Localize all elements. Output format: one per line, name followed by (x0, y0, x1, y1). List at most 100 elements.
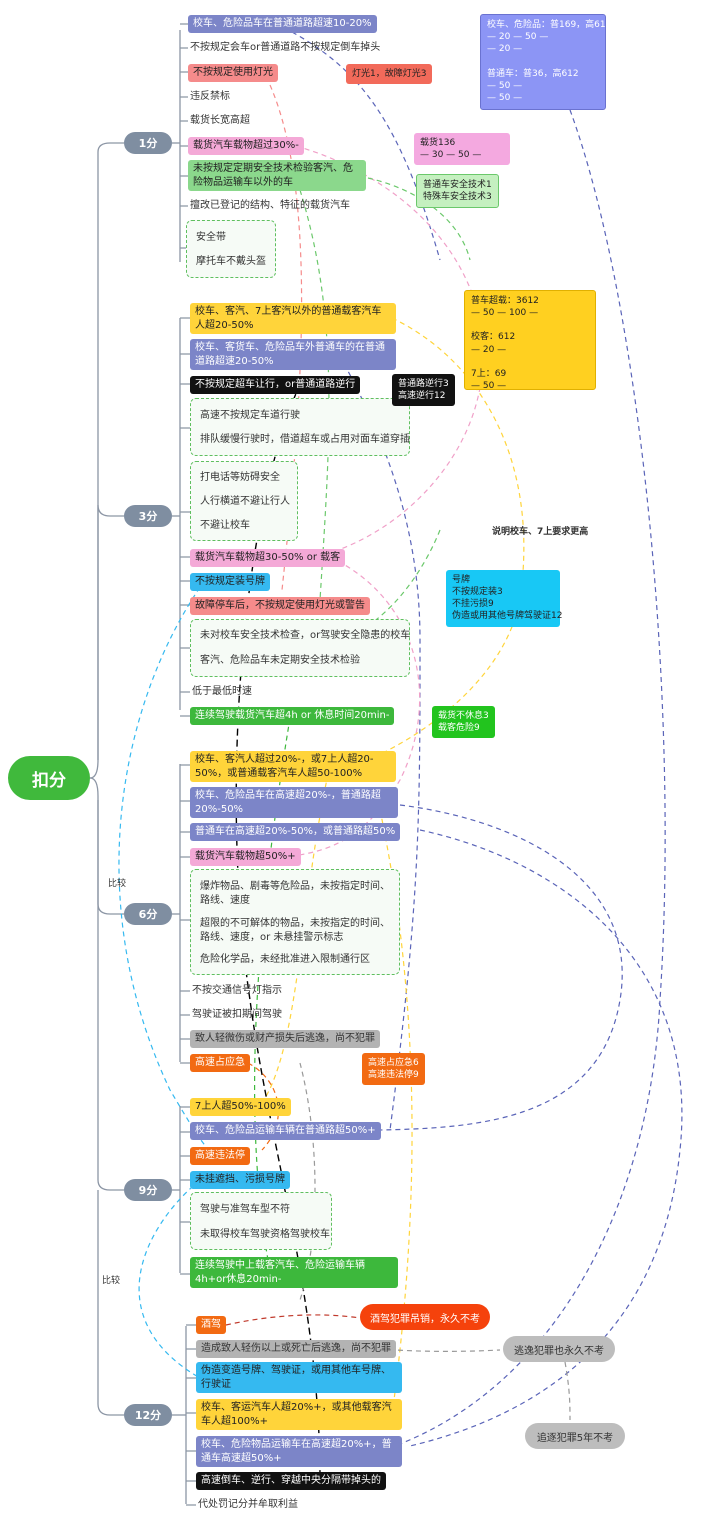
item-6-9[interactable]: 致人轻微伤或财产损失后逃逸，尚不犯罪 (190, 1030, 380, 1048)
link-speed-b (399, 109, 666, 1445)
terminal-escape-2[interactable]: 追逐犯罪5年不考 (525, 1423, 625, 1449)
link-speed-c (339, 355, 421, 1131)
category-9-label: 9分 (138, 1184, 158, 1197)
category-12-label: 12分 (134, 1409, 162, 1422)
item-6-7[interactable]: 不按交通信号灯指示 (192, 985, 282, 996)
terminal-escape[interactable]: 逃逸犯罪也永久不考 (503, 1336, 615, 1362)
item-12-3[interactable]: 校车、客运汽车人超20%+，或其他载客汽车人超100%+ (196, 1399, 402, 1430)
link-plate-a (118, 579, 231, 1161)
item-1-8[interactable]: 安全带 (196, 232, 226, 243)
item-6-8[interactable]: 驾驶证被扣期间驾驶 (192, 1009, 282, 1020)
item-6-6[interactable]: 危险化学品，未经批准进入限制通行区 (200, 954, 370, 965)
category-6-label: 6分 (138, 908, 158, 921)
group-license-type (190, 1192, 332, 1250)
item-6-0[interactable]: 校车、客汽人超过20%-，或7上人超20-50%，或普通载客汽车人超50-100… (190, 751, 396, 782)
group-dangerous-goods (190, 869, 400, 975)
note-plate: 号牌 不按规定装3 不挂污损9 伪造或用其他号牌驾驶证12 (446, 570, 562, 627)
item-3-3[interactable]: 高速不按规定车道行驶 (200, 410, 300, 421)
note-people: 普车超载：3612 — 50 — 100 — 校客：612 — 20 — 7上：… (464, 290, 596, 391)
item-3-14[interactable]: 连续驾驶载货汽车超4h or 休息时间20min- (190, 707, 395, 725)
item-6-1[interactable]: 校车、危险品车在高速超20%-，普通路超20%-50% (190, 787, 398, 818)
item-12-5[interactable]: 高速倒车、逆行、穿越中央分隔带掉头的 (196, 1472, 386, 1490)
group-safety (190, 461, 298, 541)
terminal-escape-2-label: 追逐犯罪5年不考 (536, 1432, 614, 1444)
link-tech-c (335, 529, 441, 641)
item-3-2[interactable]: 不按规定超车让行，or普通道路逆行 (190, 376, 361, 394)
item-3-6[interactable]: 人行横道不避让行人 (200, 496, 290, 507)
item-9-1[interactable]: 校车、危险品运输车辆在普通路超50%+ (190, 1122, 381, 1140)
item-9-2[interactable]: 高速违法停 (190, 1147, 250, 1165)
trunk-line (89, 142, 124, 779)
item-1-0[interactable]: 校车、危险品车在普通道路超速10-20% (188, 15, 377, 33)
item-1-7[interactable]: 擅改已登记的结构、特征的载货汽车 (190, 200, 350, 211)
item-3-0[interactable]: 校车、客汽、7上客汽以外的普通载客汽车人超20-50% (190, 303, 396, 334)
item-3-5[interactable]: 打电话等妨碍安全 (200, 472, 280, 483)
item-3-4[interactable]: 排队缓慢行驶时，借道超车或占用对面车道穿插 (200, 434, 410, 445)
link-drunk (225, 1314, 361, 1326)
note-speed: 校车、危险品：普169，高612 — 20 — 50 — — 20 — 普通车：… (480, 14, 611, 110)
terminal-drunk[interactable]: 酒驾犯罪吊销，永久不考 (360, 1304, 490, 1330)
item-6-5[interactable]: 超限的不可解体的物品，未按指定的时间、路线、速度，or 未悬挂警示标志 (200, 918, 390, 943)
item-6-4[interactable]: 爆炸物品、剧毒等危险品，未按指定时间、路线、速度 (200, 881, 390, 906)
note-tech: 普通车安全技术1 特殊车安全技术3 (416, 174, 499, 209)
link-people-a (339, 317, 525, 771)
note-load: 载货136 — 30 — 50 — (414, 133, 510, 166)
item-1-1[interactable]: 不按规定会车or普通道路不按规定倒车掉头 (190, 42, 381, 53)
category-12[interactable]: 12分 (124, 1404, 172, 1426)
tree-lines (89, 23, 196, 1506)
category-3-label: 3分 (138, 510, 158, 523)
category-6[interactable]: 6分 (124, 903, 172, 925)
item-6-10[interactable]: 高速占应急 (190, 1054, 250, 1072)
item-6-2[interactable]: 普通车在高速超20%-50%，或普通路超50% (190, 823, 401, 841)
item-3-12[interactable]: 客汽、危险品车未定期安全技术检验 (200, 655, 360, 666)
link-escape (379, 1348, 501, 1352)
item-9-4[interactable]: 驾驶与准驾车型不符 (200, 1204, 290, 1215)
category-3[interactable]: 3分 (124, 505, 172, 527)
item-1-2[interactable]: 不按规定使用灯光 (188, 64, 278, 82)
link-speed-a (291, 31, 441, 261)
compare-label-2: 比较 (102, 1276, 121, 1286)
link-reverse (235, 383, 321, 1481)
item-12-4[interactable]: 校车、危险物品运输车在高速超20%+，普通车高速超50%+ (196, 1436, 402, 1467)
item-3-7[interactable]: 不避让校车 (200, 520, 250, 531)
item-3-1[interactable]: 校车、客货车、危险品车外普通车的在普通道路超速20-50% (190, 339, 396, 370)
terminal-drunk-label: 酒驾犯罪吊销，永久不考 (370, 1313, 480, 1325)
item-3-10[interactable]: 故障停车后，不按规定使用灯光或警告 (190, 597, 370, 615)
category-9[interactable]: 9分 (124, 1179, 172, 1201)
item-1-5[interactable]: 载货汽车载物超过30%- (188, 137, 304, 155)
item-1-3[interactable]: 违反禁标 (190, 91, 230, 102)
item-3-9[interactable]: 不按规定装号牌 (190, 573, 270, 591)
item-3-13[interactable]: 低于最低时速 (192, 686, 252, 697)
item-12-2[interactable]: 伪造变造号牌、驾驶证，或用其他车号牌、行驶证 (196, 1362, 402, 1393)
item-9-6[interactable]: 连续驾驶中上载客汽车、危险运输车辆4h+or休息20min- (190, 1257, 398, 1288)
terminal-escape-label: 逃逸犯罪也永久不考 (514, 1345, 604, 1357)
item-9-3[interactable]: 未挂遮挡、污损号牌 (190, 1171, 290, 1189)
link-plate-b (138, 1179, 201, 1379)
item-9-0[interactable]: 7上人超50%-100% (190, 1098, 291, 1116)
item-1-6[interactable]: 未按规定定期安全技术检验客汽、危险物品运输车以外的车 (188, 160, 366, 191)
item-12-0[interactable]: 酒驾 (196, 1316, 226, 1334)
item-1-9[interactable]: 摩托车不戴头盔 (196, 256, 266, 267)
note-highway: 高速占应急6 高速违法停9 (362, 1053, 425, 1086)
link-speed-e (409, 829, 683, 1447)
item-12-6[interactable]: 代处罚记分并牟取利益 (198, 1499, 298, 1510)
root-node[interactable]: 扣分 (8, 756, 90, 800)
link-escape2 (564, 1361, 571, 1421)
item-3-8[interactable]: 载货汽车载物超30-50% or 载客 (190, 549, 346, 567)
item-1-4[interactable]: 载货长宽高超 (190, 115, 250, 126)
category-1[interactable]: 1分 (124, 132, 172, 154)
link-tech-b (299, 189, 330, 601)
item-9-5[interactable]: 未取得校车驾驶资格驾驶校车 (200, 1229, 330, 1240)
note-light: 灯光1，故障灯光3 (346, 64, 433, 85)
category-1-label: 1分 (138, 137, 158, 150)
link-rest (253, 717, 291, 1261)
root-label: 扣分 (32, 770, 66, 791)
note-rest: 载货不休息3 载客危险9 (432, 706, 495, 739)
link-tech-a (367, 177, 471, 261)
group-belt-helmet (186, 220, 276, 278)
item-12-1[interactable]: 造成致人轻伤以上或死亡后逃逸，尚不犯罪 (196, 1340, 396, 1358)
item-3-11[interactable]: 未对校车安全技术检查，or驾驶安全隐患的校车 (200, 630, 411, 641)
item-6-3[interactable]: 载货汽车载物超50%+ (190, 848, 301, 866)
link-speed-d (379, 804, 623, 1131)
